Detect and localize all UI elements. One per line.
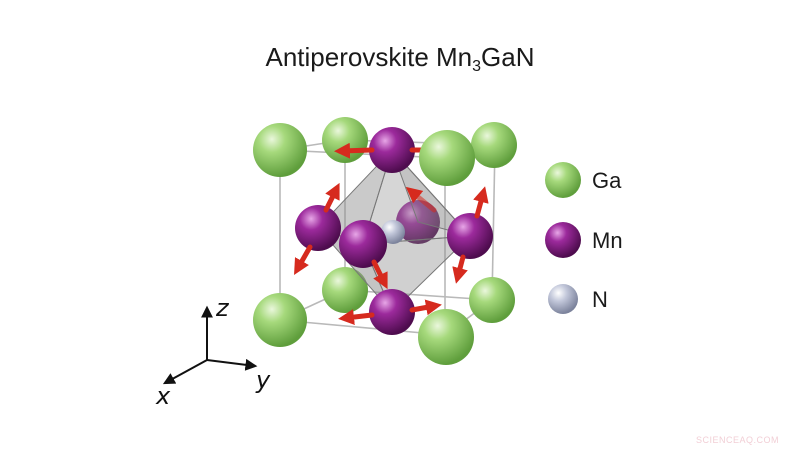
ga-atom	[471, 122, 517, 168]
mn-atom	[295, 205, 341, 251]
moment-arrow	[371, 259, 388, 290]
magnetic-moments	[294, 142, 489, 326]
ga-atom	[419, 130, 475, 186]
ga-atom	[322, 117, 368, 163]
axis-label-z: z	[216, 294, 229, 322]
moment-arrow	[405, 186, 437, 213]
watermark: SCIENCEAQ.COM	[696, 435, 780, 445]
moment-arrow	[338, 309, 375, 326]
mn-atom	[447, 213, 493, 259]
x-axis	[162, 359, 208, 385]
coordinate-axes	[162, 305, 258, 385]
title-prefix: Antiperovskite Mn	[265, 42, 473, 72]
ga-atom	[418, 309, 474, 365]
ga-atom	[253, 123, 307, 177]
ga-atom	[322, 267, 368, 313]
moment-arrow	[323, 182, 340, 213]
axis-label-y: y	[256, 366, 271, 394]
y-axis	[206, 358, 258, 371]
mn-atom	[369, 289, 415, 335]
ga-atom	[253, 293, 307, 347]
mn-atom	[369, 127, 415, 173]
moment-arrow	[473, 186, 489, 219]
legend-ga-swatch	[545, 162, 581, 198]
legend-label-mn: Mn	[592, 228, 623, 253]
cell-edge	[491, 144, 496, 301]
legend-n-swatch	[548, 284, 578, 314]
moment-arrow	[334, 142, 375, 159]
axis-label-x: x	[156, 382, 171, 410]
octahedron-face	[391, 149, 472, 237]
moment-arrow	[452, 254, 468, 284]
cell-edge	[344, 289, 493, 301]
moment-arrow	[409, 299, 442, 316]
legend-mn-swatch	[545, 222, 581, 258]
title-subscript: 3	[472, 58, 482, 75]
n-atom	[381, 220, 405, 244]
legend-label-ga: Ga	[592, 168, 622, 193]
ga-atom	[469, 277, 515, 323]
mn-atom	[339, 220, 387, 268]
title-suffix: GaN	[481, 42, 535, 72]
moment-arrow	[294, 244, 313, 275]
cell-edge	[279, 319, 446, 336]
diagram-title: Antiperovskite Mn3GaN	[0, 42, 800, 76]
legend-label-n: N	[592, 287, 608, 312]
